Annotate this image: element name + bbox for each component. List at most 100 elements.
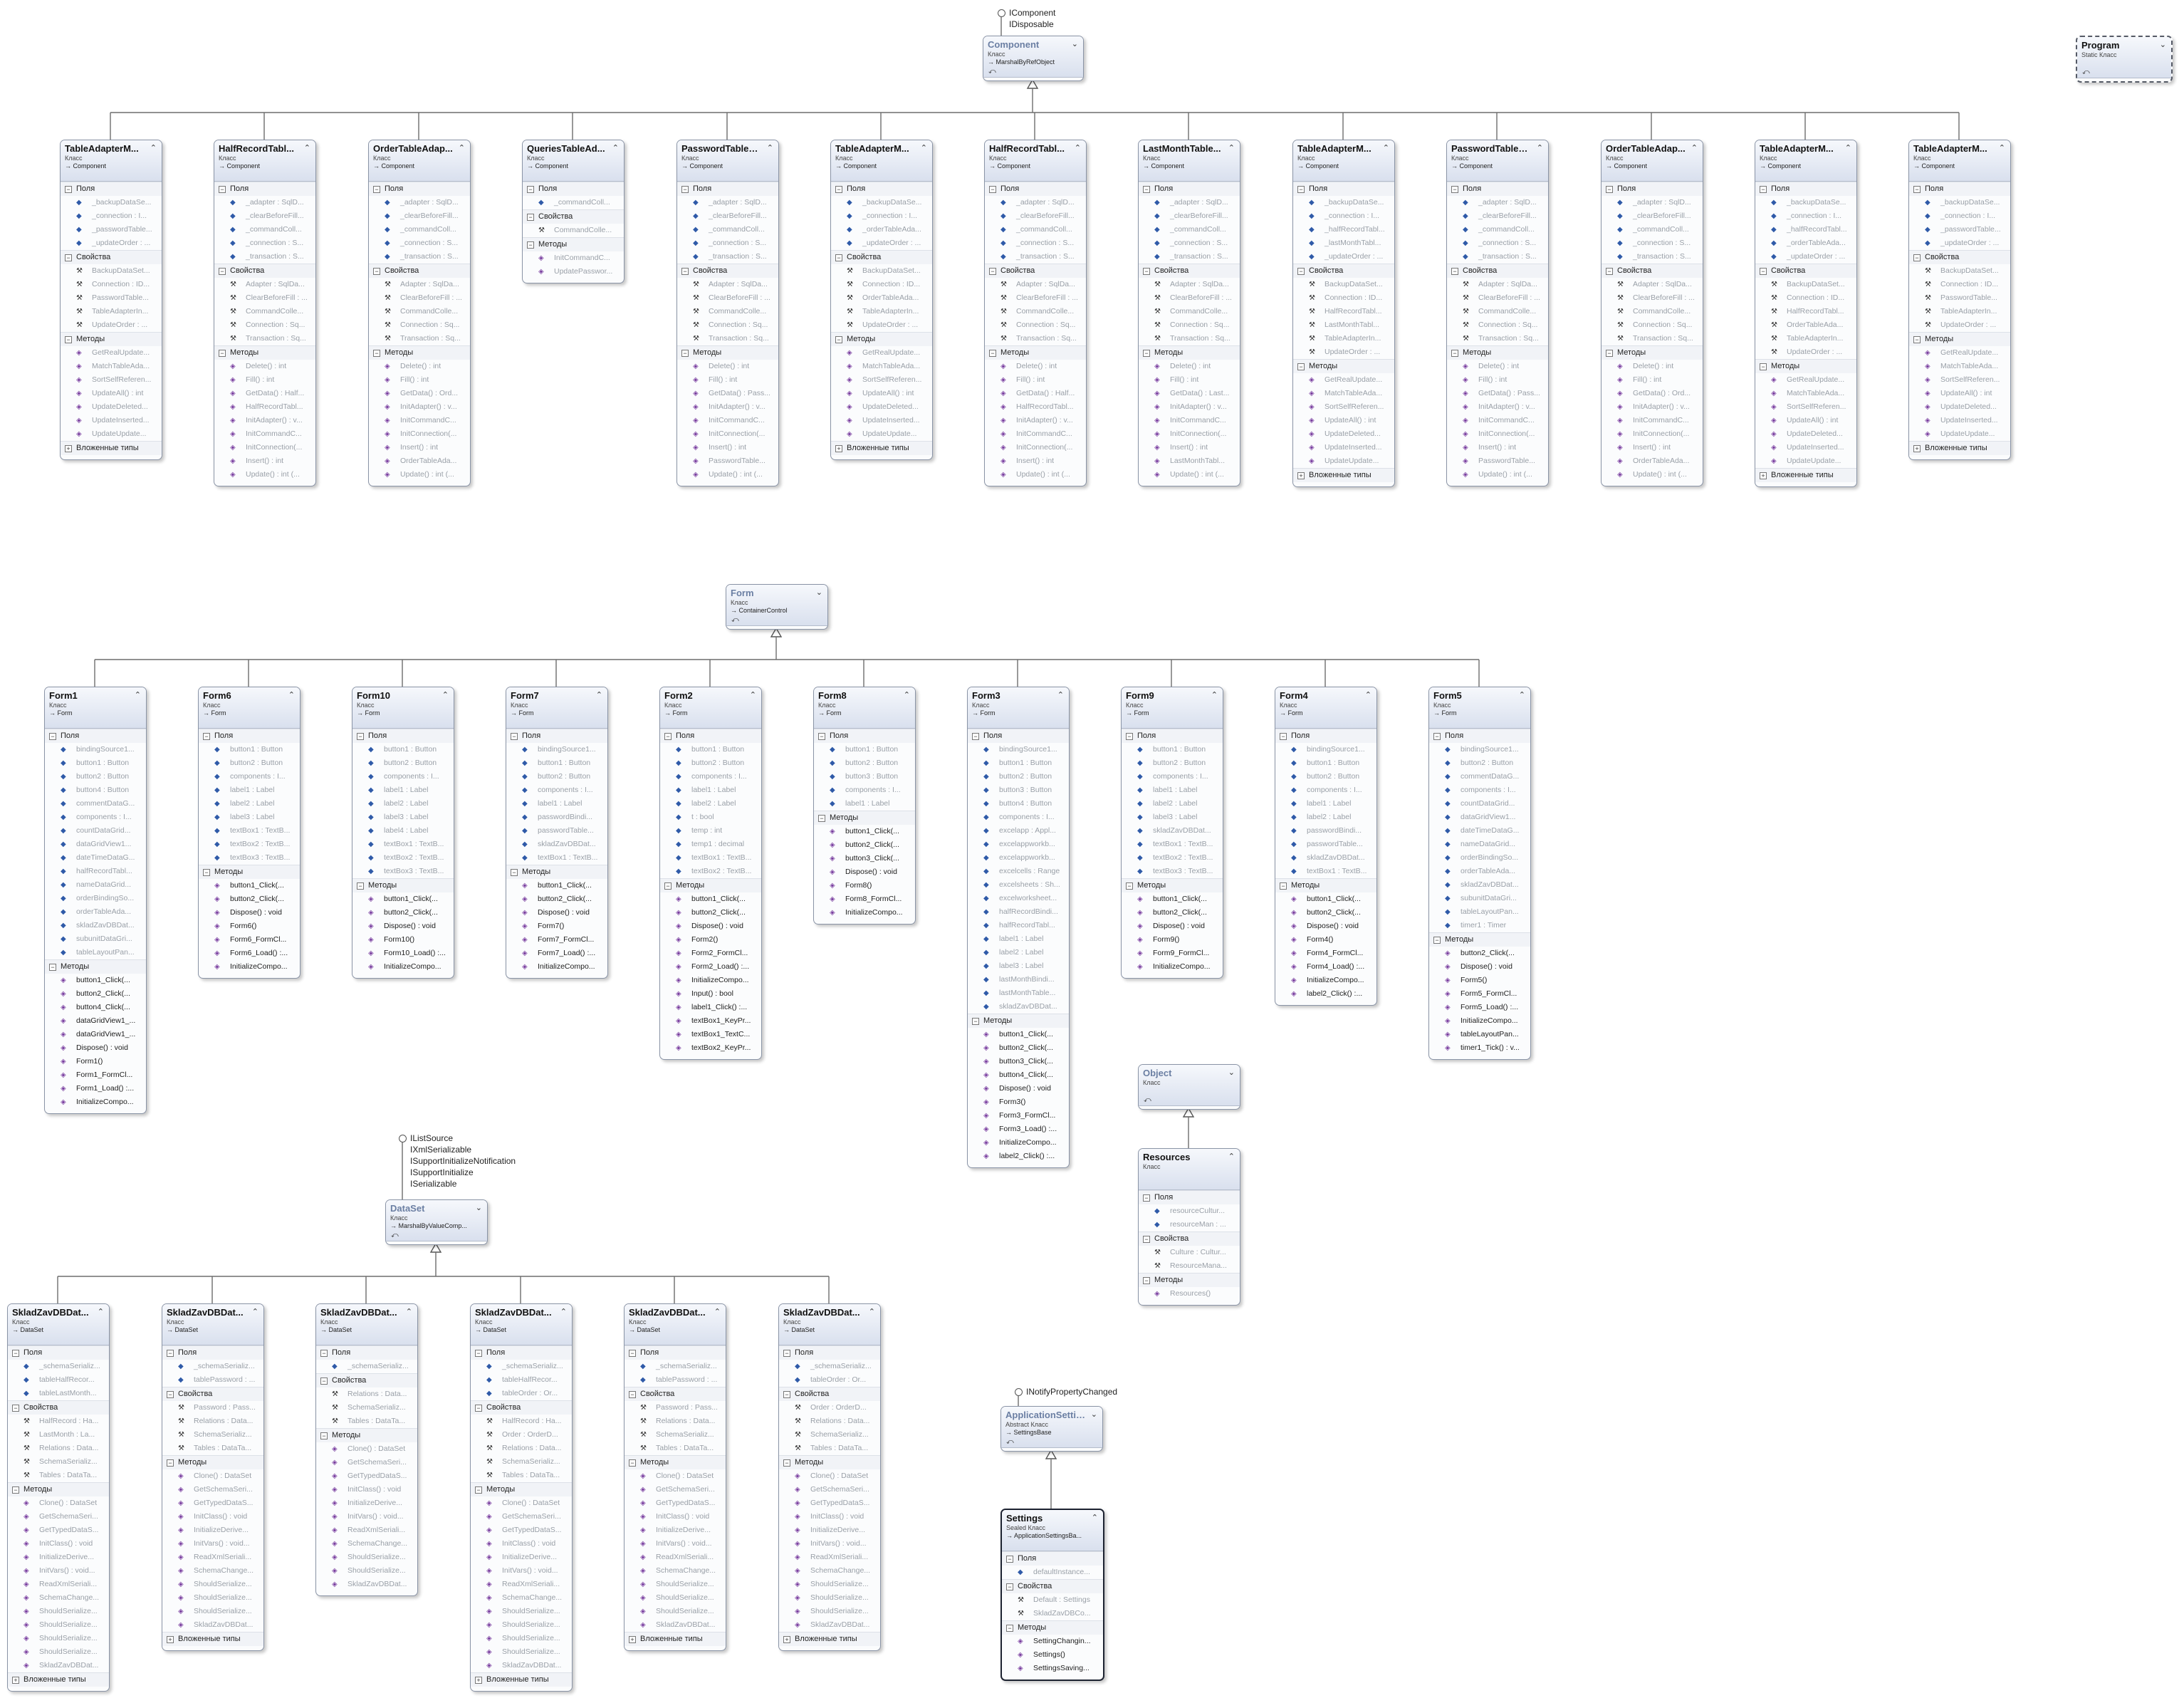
- member-item[interactable]: ◆subunitDataGri...: [1429, 892, 1530, 905]
- collapse-section-icon[interactable]: −: [1006, 1625, 1013, 1632]
- member-item[interactable]: ◆button1 : Button: [45, 756, 146, 770]
- member-item[interactable]: ◈Form4(): [1275, 933, 1376, 947]
- member-item[interactable]: ⚒Adapter : SqlDa...: [985, 278, 1086, 291]
- member-item[interactable]: ◈Update() : int (...: [1602, 468, 1703, 481]
- member-item[interactable]: ◆skladZavDBDat...: [968, 1000, 1069, 1014]
- member-item[interactable]: ◈InitConnection(...: [369, 427, 470, 441]
- section-methods[interactable]: −Методы: [316, 1428, 417, 1442]
- member-item[interactable]: ◆_clearBeforeFill...: [369, 209, 470, 223]
- member-item[interactable]: ◈Dispose() : void: [814, 865, 915, 879]
- collapse-section-icon[interactable]: −: [12, 1405, 19, 1412]
- collapse-section-icon[interactable]: −: [167, 1350, 174, 1357]
- class-box-sk6[interactable]: SkladZavDBDat...Класс→ DataSet⌃−Поля◆_sc…: [778, 1303, 881, 1651]
- section-fields[interactable]: −Поля: [316, 1345, 417, 1360]
- member-item[interactable]: ⚒CommandColle...: [985, 305, 1086, 318]
- collapse-section-icon[interactable]: −: [1126, 882, 1133, 890]
- member-item[interactable]: ◆halfRecordBindi...: [968, 905, 1069, 919]
- member-item[interactable]: ◆label1 : Label: [1275, 797, 1376, 811]
- member-item[interactable]: ◆t : bool: [660, 811, 761, 824]
- member-item[interactable]: ◈InitCommandC...: [369, 414, 470, 427]
- member-item[interactable]: ⚒Connection : ID...: [61, 278, 162, 291]
- chevron-up-icon[interactable]: ⌃: [714, 1308, 721, 1316]
- member-item[interactable]: ⚒Order : OrderD...: [471, 1428, 572, 1442]
- member-item[interactable]: ◈PasswordTable...: [677, 454, 778, 468]
- member-item[interactable]: ◆tablePassword : ...: [162, 1373, 263, 1387]
- member-item[interactable]: ◈UpdateUpdate...: [1755, 454, 1856, 468]
- member-item[interactable]: ◈ReadXmlSeriali...: [162, 1551, 263, 1564]
- member-item[interactable]: ◆label2 : Label: [199, 797, 300, 811]
- member-item[interactable]: ◈ShouldSerialize...: [625, 1591, 726, 1605]
- member-item[interactable]: ◈SortSelfReferen...: [1755, 400, 1856, 414]
- collapse-section-icon[interactable]: −: [1143, 268, 1150, 275]
- member-item[interactable]: ◈Delete() : int: [1602, 360, 1703, 373]
- member-item[interactable]: ◆_lastMonthTabl...: [1293, 236, 1394, 250]
- member-item[interactable]: ◈Clone() : DataSet: [471, 1496, 572, 1510]
- member-item[interactable]: ⚒Transaction : Sq...: [369, 332, 470, 345]
- member-item[interactable]: ◈UpdateUpdate...: [1293, 454, 1394, 468]
- member-item[interactable]: ◆button4 : Button: [968, 797, 1069, 811]
- collapse-section-icon[interactable]: −: [373, 186, 380, 193]
- section-nested-types[interactable]: +Вложенные типы: [1755, 468, 1856, 482]
- collapse-section-icon[interactable]: −: [203, 869, 210, 876]
- member-item[interactable]: ◈Insert() : int: [1447, 441, 1548, 454]
- member-item[interactable]: ◆tableOrder : Or...: [471, 1387, 572, 1400]
- section-methods[interactable]: −Методы: [660, 878, 761, 892]
- member-item[interactable]: ◆textBox1 : TextB...: [660, 851, 761, 865]
- member-item[interactable]: ◈Form1(): [45, 1055, 146, 1068]
- collapse-section-icon[interactable]: −: [783, 1350, 790, 1357]
- collapse-section-icon[interactable]: −: [219, 186, 226, 193]
- member-item[interactable]: ◆_transaction : S...: [369, 250, 470, 264]
- member-item[interactable]: ◈UpdateDeleted...: [1909, 400, 2010, 414]
- chevron-up-icon[interactable]: ⌃: [560, 1308, 567, 1316]
- member-item[interactable]: ◆label2 : Label: [1122, 797, 1223, 811]
- member-item[interactable]: ◆dataGridView1...: [1429, 811, 1530, 824]
- member-item[interactable]: ◆button2 : Button: [352, 756, 454, 770]
- member-item[interactable]: ⚒Adapter : SqlDa...: [677, 278, 778, 291]
- member-item[interactable]: ◆button3 : Button: [968, 783, 1069, 797]
- member-item[interactable]: ◆commentDataG...: [45, 797, 146, 811]
- section-fields[interactable]: −Поля: [625, 1345, 726, 1360]
- member-item[interactable]: ◆_commandColl...: [1447, 223, 1548, 236]
- member-item[interactable]: ◈SchemaChange...: [625, 1564, 726, 1578]
- collapse-section-icon[interactable]: −: [1006, 1583, 1013, 1590]
- member-item[interactable]: ◈ShouldSerialize...: [471, 1632, 572, 1645]
- member-item[interactable]: ◈dataGridView1_...: [45, 1028, 146, 1041]
- member-item[interactable]: ◈ShouldSerialize...: [779, 1591, 880, 1605]
- member-item[interactable]: ◈InitAdapter() : v...: [1139, 400, 1240, 414]
- member-item[interactable]: ◆_clearBeforeFill...: [985, 209, 1086, 223]
- member-item[interactable]: ◆_adapter : SqlD...: [1602, 196, 1703, 209]
- member-item[interactable]: ◈ReadXmlSeriali...: [779, 1551, 880, 1564]
- member-item[interactable]: ◈button1_Click(...: [814, 825, 915, 838]
- member-item[interactable]: ◆_transaction : S...: [214, 250, 315, 264]
- member-item[interactable]: ◆_updateOrder : ...: [61, 236, 162, 250]
- collapse-section-icon[interactable]: −: [835, 254, 842, 261]
- collapse-section-icon[interactable]: −: [989, 350, 996, 357]
- member-item[interactable]: ⚒ClearBeforeFill : ...: [1139, 291, 1240, 305]
- member-item[interactable]: ◆_clearBeforeFill...: [1447, 209, 1548, 223]
- member-item[interactable]: ◆_connection : I...: [1755, 209, 1856, 223]
- member-item[interactable]: ◈button2_Click(...: [1429, 947, 1530, 960]
- member-item[interactable]: ◈OrderTableAda...: [1602, 454, 1703, 468]
- member-item[interactable]: ◈InitVars() : void...: [471, 1564, 572, 1578]
- member-item[interactable]: ◈SortSelfReferen...: [831, 373, 932, 387]
- member-item[interactable]: ◆textBox2 : TextB...: [1122, 851, 1223, 865]
- member-item[interactable]: ◈InitClass() : void: [779, 1510, 880, 1524]
- collapse-section-icon[interactable]: −: [1143, 1236, 1150, 1243]
- member-item[interactable]: ◆passwordTable...: [506, 824, 607, 838]
- member-item[interactable]: ◈ShouldSerialize...: [779, 1578, 880, 1591]
- member-item[interactable]: ◆dateTimeDataG...: [45, 851, 146, 865]
- collapse-section-icon[interactable]: −: [629, 1350, 636, 1357]
- collapse-section-icon[interactable]: −: [1606, 350, 1613, 357]
- member-item[interactable]: ◆timer1 : Timer: [1429, 919, 1530, 932]
- collapse-section-icon[interactable]: −: [1297, 186, 1305, 193]
- member-item[interactable]: ⚒ClearBeforeFill : ...: [214, 291, 315, 305]
- section-fields[interactable]: −Поля: [1429, 729, 1530, 743]
- member-item[interactable]: ◈Dispose() : void: [45, 1041, 146, 1055]
- member-item[interactable]: ◈button2_Click(...: [1275, 906, 1376, 920]
- member-item[interactable]: ⚒Transaction : Sq...: [985, 332, 1086, 345]
- member-item[interactable]: ◈InitVars() : void...: [316, 1510, 417, 1524]
- member-item[interactable]: ◆countDataGrid...: [45, 824, 146, 838]
